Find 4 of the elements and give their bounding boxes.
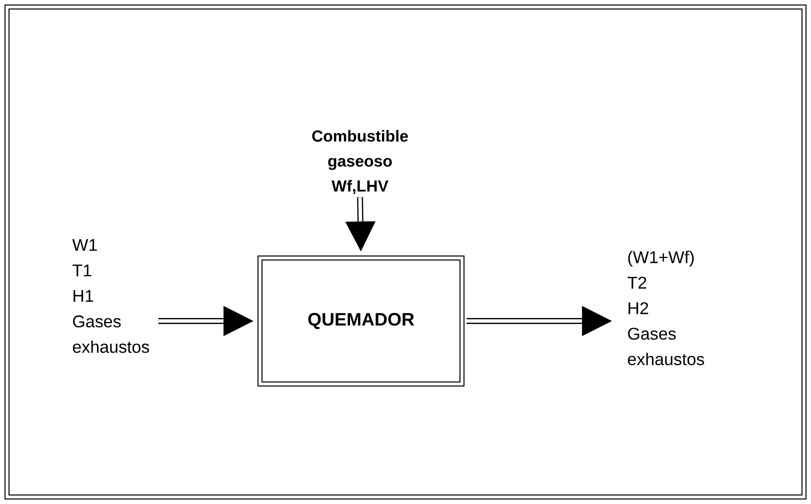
input-label: Combustible gaseoso Wf,LHV <box>312 130 408 194</box>
stream-label: W1 T1 H1 Gases exhaustos <box>72 239 150 353</box>
process-box: QUEMADOR <box>258 256 464 386</box>
stream-label: (W1+Wf) T2 H2 Gases exhaustos <box>628 250 704 366</box>
